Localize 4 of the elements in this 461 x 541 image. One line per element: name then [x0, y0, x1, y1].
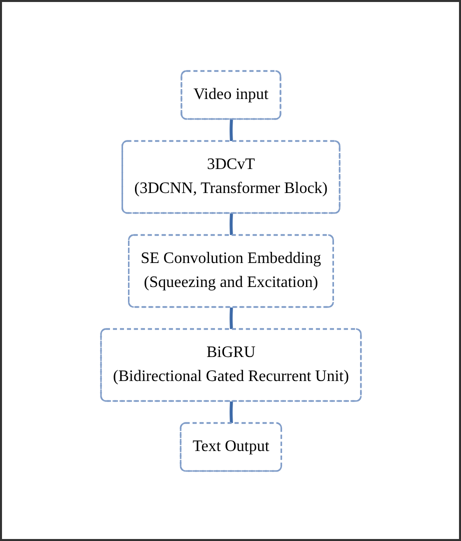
connector	[229, 212, 232, 236]
connector	[229, 118, 232, 142]
connector	[229, 400, 232, 424]
connector	[229, 306, 232, 330]
